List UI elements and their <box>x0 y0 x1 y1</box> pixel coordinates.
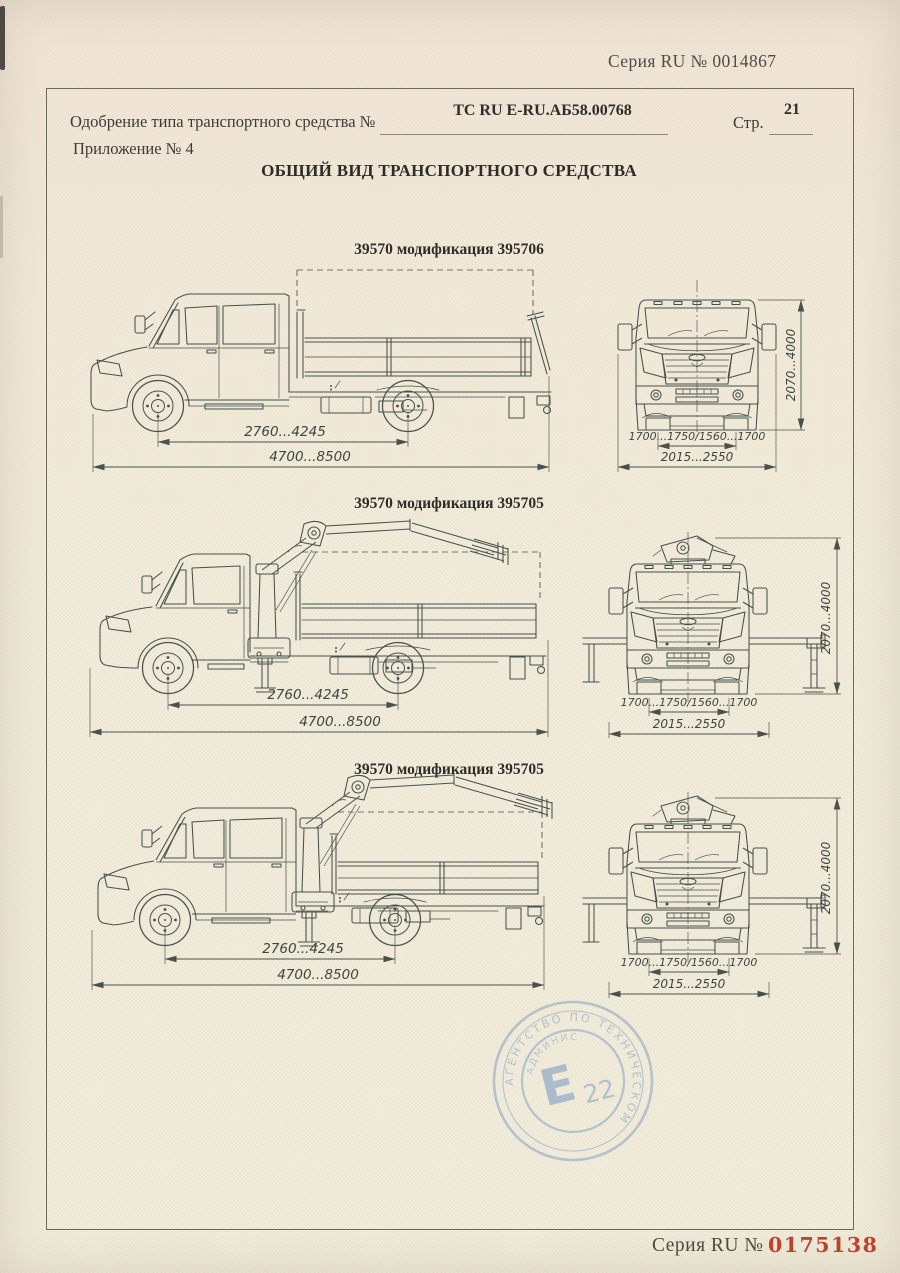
outriggers <box>582 634 826 693</box>
dimension-wheelbase: 2760...4245 <box>167 674 399 710</box>
dimension-width: 2015...2550 <box>608 977 770 998</box>
truck-side-view-drawing-1: 2760...4245 4700...8500 <box>90 269 552 472</box>
truck-body <box>295 833 545 930</box>
cab-side <box>97 807 297 926</box>
dimension-wheelbase: 2760...4245 <box>164 926 396 964</box>
dimension-height: 2070...4000 <box>715 537 841 695</box>
crane-manipulator <box>291 772 553 947</box>
stamp-letter: Е <box>534 1054 581 1119</box>
svg-text:1700...1750/1560...1700: 1700...1750/1560...1700 <box>621 696 758 709</box>
svg-text:2070...4000: 2070...4000 <box>784 328 798 401</box>
crane-stowed <box>652 535 736 565</box>
page-number: 21 <box>784 101 800 118</box>
dimension-wheelbase: 2760...4245 <box>157 412 409 447</box>
page-label: Стр. <box>733 113 764 132</box>
dimension-length: 4700...8500 <box>91 896 545 990</box>
svg-text:4700...8500: 4700...8500 <box>277 967 359 983</box>
alternate-variant-outline <box>296 269 534 314</box>
page-border <box>46 88 854 1230</box>
svg-text:2015...2550: 2015...2550 <box>653 717 726 731</box>
truck-side-view-drawing-3: 2760...4245 4700...8500 <box>91 772 553 990</box>
truck-side-view-drawing-2: 2760...4245 4700...8500 <box>89 518 549 737</box>
dimension-width: 2015...2550 <box>608 717 770 738</box>
dimension-track: 1700...1750/1560...1700 <box>629 430 766 450</box>
series-number-top: Серия RU № 0014867 <box>608 51 777 71</box>
svg-text:2015...2550: 2015...2550 <box>661 450 734 464</box>
stamp-circles <box>492 1000 654 1162</box>
truck-front-view-drawing-1: 2070...4000 1700...1750/1560...1700 2015… <box>617 280 805 472</box>
approval-number: ТС RU E-RU.АБ58.00768 <box>453 102 632 119</box>
page-title: ОБЩИЙ ВИД ТРАНСПОРТНОГО СРЕДСТВА <box>261 161 637 180</box>
dimension-height: 2070...4000 <box>758 299 805 431</box>
section-2-title: 39570 модификация 395705 <box>354 495 544 512</box>
stamp-number: 22 <box>580 1074 618 1110</box>
svg-text:4700...8500: 4700...8500 <box>299 714 381 730</box>
dimension-track: 1700...1750/1560...1700 <box>621 956 758 976</box>
outriggers <box>582 894 826 953</box>
svg-text:2760...4245: 2760...4245 <box>267 687 349 703</box>
alternate-variant-outline <box>338 811 543 862</box>
truck-body <box>99 553 547 680</box>
series-bottom-label: Серия RU № <box>652 1235 764 1256</box>
section-1-title: 39570 модификация 395706 <box>354 241 544 258</box>
series-bottom-number: 0175138 <box>768 1233 879 1257</box>
svg-text:2070...4000: 2070...4000 <box>819 841 833 914</box>
alternate-variant-outline <box>302 551 541 602</box>
svg-text:2760...4245: 2760...4245 <box>262 941 344 957</box>
truck-front-view-drawing-2: 2070...4000 1700...1750/1560...1700 2015… <box>582 532 841 738</box>
approval-number-underline <box>380 134 668 135</box>
svg-text:2760...4245: 2760...4245 <box>244 424 326 440</box>
approval-type-label: Одобрение типа транспортного средства № <box>70 112 376 131</box>
dimension-length: 4700...8500 <box>92 376 550 472</box>
svg-text:2070...4000: 2070...4000 <box>819 581 833 654</box>
page-number-underline <box>769 134 813 135</box>
section-3-title: 39570 модификация 395705 <box>354 761 544 778</box>
scan-artifact <box>0 196 3 258</box>
dimension-height: 2070...4000 <box>715 797 841 955</box>
svg-text:1700...1750/1560...1700: 1700...1750/1560...1700 <box>621 956 758 969</box>
svg-text:4700...8500: 4700...8500 <box>269 449 351 465</box>
truck-body <box>90 293 552 419</box>
svg-text:2015...2550: 2015...2550 <box>653 977 726 991</box>
scan-artifact <box>0 6 5 70</box>
annex-label: Приложение № 4 <box>73 139 194 158</box>
truck-front-view-drawing-3: 2070...4000 1700...1750/1560...1700 2015… <box>582 792 841 998</box>
svg-text:1700...1750/1560...1700: 1700...1750/1560...1700 <box>629 430 766 443</box>
approval-stamp: АГЕНТСТВО ПО ТЕХНИЧЕСКОМ АДМИНИС Е 22 <box>489 996 655 1162</box>
dimension-track: 1700...1750/1560...1700 <box>621 696 758 716</box>
dimension-width: 2015...2550 <box>617 354 777 472</box>
crane-stowed <box>652 795 736 825</box>
dimension-length: 4700...8500 <box>89 640 549 737</box>
